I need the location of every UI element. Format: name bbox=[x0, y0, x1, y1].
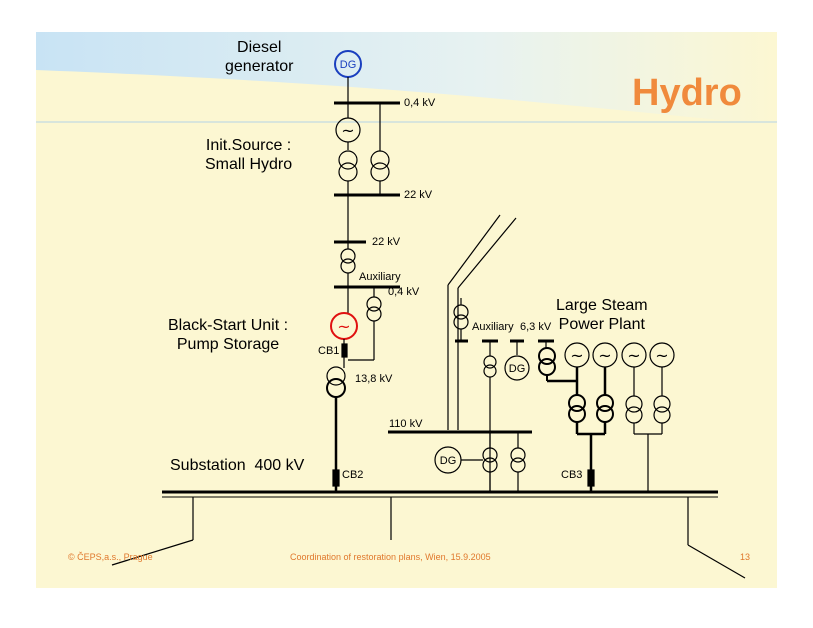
dg-lower-label: DG bbox=[440, 455, 457, 467]
slide-title: Hydro bbox=[632, 72, 742, 114]
voltage-22kv-a: 22 kV bbox=[404, 189, 433, 201]
dg-steam-label: DG bbox=[509, 363, 526, 375]
voltage-110kv: 110 kV bbox=[389, 418, 423, 430]
label-init-source: Init.Source : Small Hydro bbox=[205, 137, 293, 173]
page-number: 13 bbox=[740, 552, 751, 562]
header-band bbox=[36, 32, 777, 125]
breaker-cb1 bbox=[341, 343, 348, 358]
gen-symbol: ~ bbox=[598, 346, 611, 365]
voltage-63kv: 6,3 kV bbox=[520, 321, 552, 333]
voltage-04kv-aux: 0,4 kV bbox=[388, 286, 420, 298]
gen-symbol: ~ bbox=[655, 346, 668, 365]
gen-symbol: ~ bbox=[570, 346, 583, 365]
label-auxiliary-left: Auxiliary bbox=[359, 271, 401, 283]
label-large-steam: Large Steam Power Plant bbox=[556, 297, 648, 333]
label-diesel-generator: Diesel generator bbox=[225, 39, 294, 75]
voltage-04kv-top: 0,4 kV bbox=[404, 97, 436, 109]
gen-symbol: ~ bbox=[337, 317, 350, 336]
voltage-22kv-b: 22 kV bbox=[372, 236, 401, 248]
voltage-138kv: 13,8 kV bbox=[355, 373, 393, 385]
label-cb2: CB2 bbox=[342, 469, 364, 481]
slide-background bbox=[36, 32, 777, 588]
label-substation: Substation 400 kV bbox=[170, 457, 305, 474]
label-black-start: Black-Start Unit : Pump Storage bbox=[168, 317, 289, 353]
gen-symbol: ~ bbox=[341, 121, 354, 140]
breaker-cb2 bbox=[332, 469, 340, 487]
label-cb3: CB3 bbox=[561, 469, 583, 481]
footer-left: © ČEPS,a.s., Prague bbox=[68, 552, 153, 562]
gen-symbol: ~ bbox=[627, 346, 640, 365]
label-auxiliary-right: Auxiliary bbox=[472, 321, 514, 333]
dg-steam-circle bbox=[504, 355, 530, 381]
label-cb1: CB1 bbox=[318, 345, 340, 357]
footer-center: Coordination of restoration plans, Wien,… bbox=[290, 552, 491, 562]
breaker-cb3 bbox=[587, 469, 595, 487]
dg-top-label: DG bbox=[340, 59, 357, 71]
